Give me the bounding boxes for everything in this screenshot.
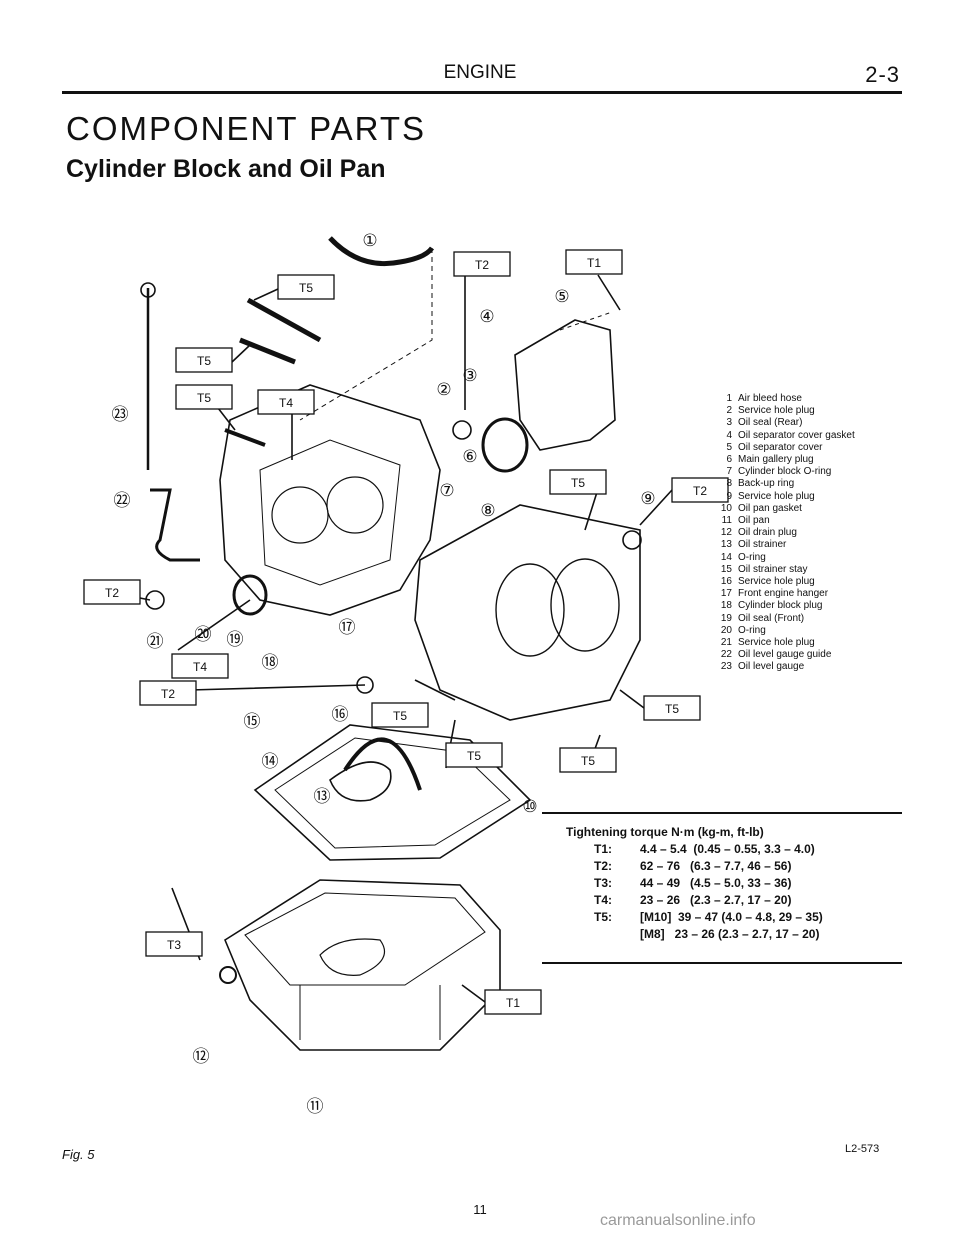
torque-tag: T5 (393, 709, 407, 723)
callout-18: ⑱ (262, 653, 279, 672)
oil-level-gauge-guide-shape (150, 488, 200, 562)
torque-tag: T3 (167, 938, 181, 952)
torque-tag: T2 (161, 687, 175, 701)
torque-tag: T2 (475, 258, 489, 272)
torque-tag: T5 (299, 281, 313, 295)
torque-row: T3:44 – 49 (4.5 – 5.0, 33 – 36) (594, 876, 792, 890)
torque-tag: T5 (467, 749, 481, 763)
torque-tag: T2 (693, 484, 707, 498)
subsection-title: Cylinder Block and Oil Pan (66, 155, 386, 183)
callout-11: ⑪ (307, 1097, 324, 1116)
torque-heading: Tightening torque N·m (kg-m, ft-lb) (566, 825, 764, 839)
cylinder-block-left-shape (219, 384, 441, 616)
torque-tag: T2 (105, 586, 119, 600)
oil-pan-gasket-shape (253, 724, 532, 861)
oil-pan-shape (224, 879, 501, 1051)
torque-tag: T4 (193, 660, 207, 674)
torque-tag: T1 (506, 996, 520, 1010)
callout-13: ⑬ (314, 787, 331, 806)
callout-5: ⑤ (554, 287, 569, 306)
page-number: 11 (473, 1202, 487, 1217)
callout-17: ⑰ (339, 618, 356, 637)
header-rule (62, 91, 902, 94)
callout-6: ⑥ (462, 447, 477, 466)
drawing-id: L2-573 (845, 1143, 880, 1155)
callout-3: ③ (462, 366, 477, 385)
oil-strainer-shape (329, 761, 392, 802)
callout-20: ⑳ (195, 625, 212, 644)
callout-1: ① (362, 231, 377, 250)
cylinder-block-right-shape (414, 504, 641, 721)
figure-label: Fig. 5 (62, 1147, 95, 1162)
callout-19: ⑲ (227, 630, 244, 649)
callout-2: ② (436, 380, 451, 399)
torque-tag: T4 (279, 396, 293, 410)
section-title: COMPONENT PARTS (66, 110, 427, 147)
oil-separator-cover-shape (514, 319, 616, 451)
torque-row: T2:62 – 76 (6.3 – 7.7, 46 – 56) (594, 859, 792, 873)
torque-row: T5:[M10] 39 – 47 (4.0 – 4.8, 29 – 35) (594, 910, 823, 924)
callout-8: ⑧ (480, 501, 495, 520)
torque-row: T4:23 – 26 (2.3 – 2.7, 17 – 20) (594, 893, 792, 907)
torque-tag: T5 (197, 354, 211, 368)
callout-21: ㉑ (147, 632, 164, 651)
torque-rule-top (542, 812, 902, 814)
torque-table: Tightening torque N·m (kg-m, ft-lb) T1:4… (566, 824, 823, 943)
callout-16: ⑯ (332, 705, 349, 724)
callout-15: ⑮ (244, 712, 261, 731)
watermark: carmanualsonline.info (600, 1212, 756, 1229)
callout-23: ㉓ (112, 405, 129, 424)
rear-oil-seal-shape (481, 417, 529, 473)
torque-tag: T5 (665, 702, 679, 716)
air-bleed-hose-shape (328, 236, 435, 267)
torque-tag: T5 (571, 476, 585, 490)
torque-tag: T5 (197, 391, 211, 405)
torque-tag: T5 (581, 754, 595, 768)
running-header-page-code: 2-3 (865, 62, 900, 87)
torque-rule-bottom (542, 962, 902, 964)
torque-row: T1:4.4 – 5.4 (0.45 – 0.55, 3.3 – 4.0) (594, 842, 815, 856)
torque-tag: T1 (587, 256, 601, 270)
callout-22: ㉒ (114, 491, 131, 510)
callout-14: ⑭ (262, 752, 279, 771)
callout-7: ⑦ (439, 481, 454, 500)
callout-4: ④ (479, 307, 494, 326)
callout-12: ⑫ (193, 1047, 210, 1066)
running-header-section: ENGINE (443, 62, 517, 83)
callout-10: ⑩ (522, 797, 537, 816)
callout-9: ⑨ (640, 489, 655, 508)
torque-row: [M8] 23 – 26 (2.3 – 2.7, 17 – 20) (640, 927, 820, 941)
